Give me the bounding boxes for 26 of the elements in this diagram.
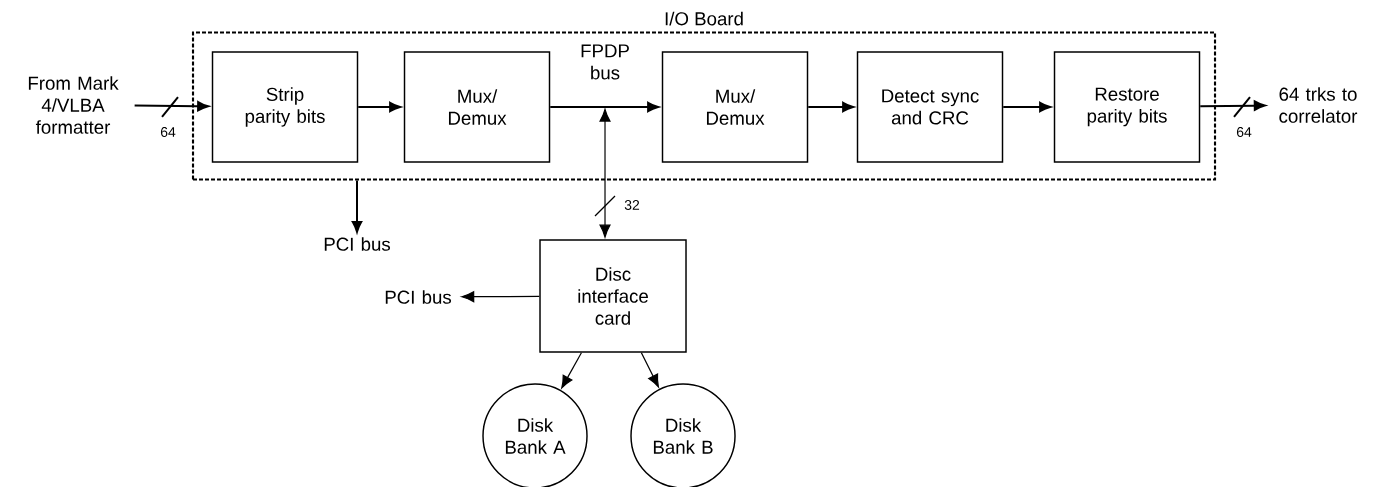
process-box: Strip parity bits <box>211 51 359 163</box>
arrow <box>599 108 611 238</box>
terminal-label: PCI bus <box>385 290 452 304</box>
arrow <box>640 352 659 388</box>
arrow <box>561 352 582 389</box>
edge-label: 32 <box>624 200 640 210</box>
arrow <box>133 101 209 112</box>
edge-label: 64 <box>1236 127 1252 137</box>
arrow <box>461 291 540 303</box>
arrow <box>807 101 854 113</box>
arrow <box>357 101 401 113</box>
process-box: Detect sync and CRC <box>856 51 1004 163</box>
arrow <box>1199 100 1266 111</box>
process-box: Mux/ Demux <box>403 51 551 163</box>
edge-label: FPDP bus <box>581 44 629 80</box>
arrow <box>351 179 363 233</box>
terminal-label: PCI bus <box>324 237 391 251</box>
edge-label: 64 <box>160 127 176 137</box>
process-box: Mux/ Demux <box>661 51 809 163</box>
node-label: I/O Board <box>665 11 743 26</box>
process-box: Disc interface card <box>539 239 687 353</box>
terminal-label: 64 trks to correlator <box>1279 87 1358 123</box>
terminal-label: From Mark 4/VLBA formatter <box>28 76 119 134</box>
arrow <box>549 101 659 113</box>
arrow <box>1002 101 1051 113</box>
process-box: Restore parity bits <box>1053 51 1201 163</box>
